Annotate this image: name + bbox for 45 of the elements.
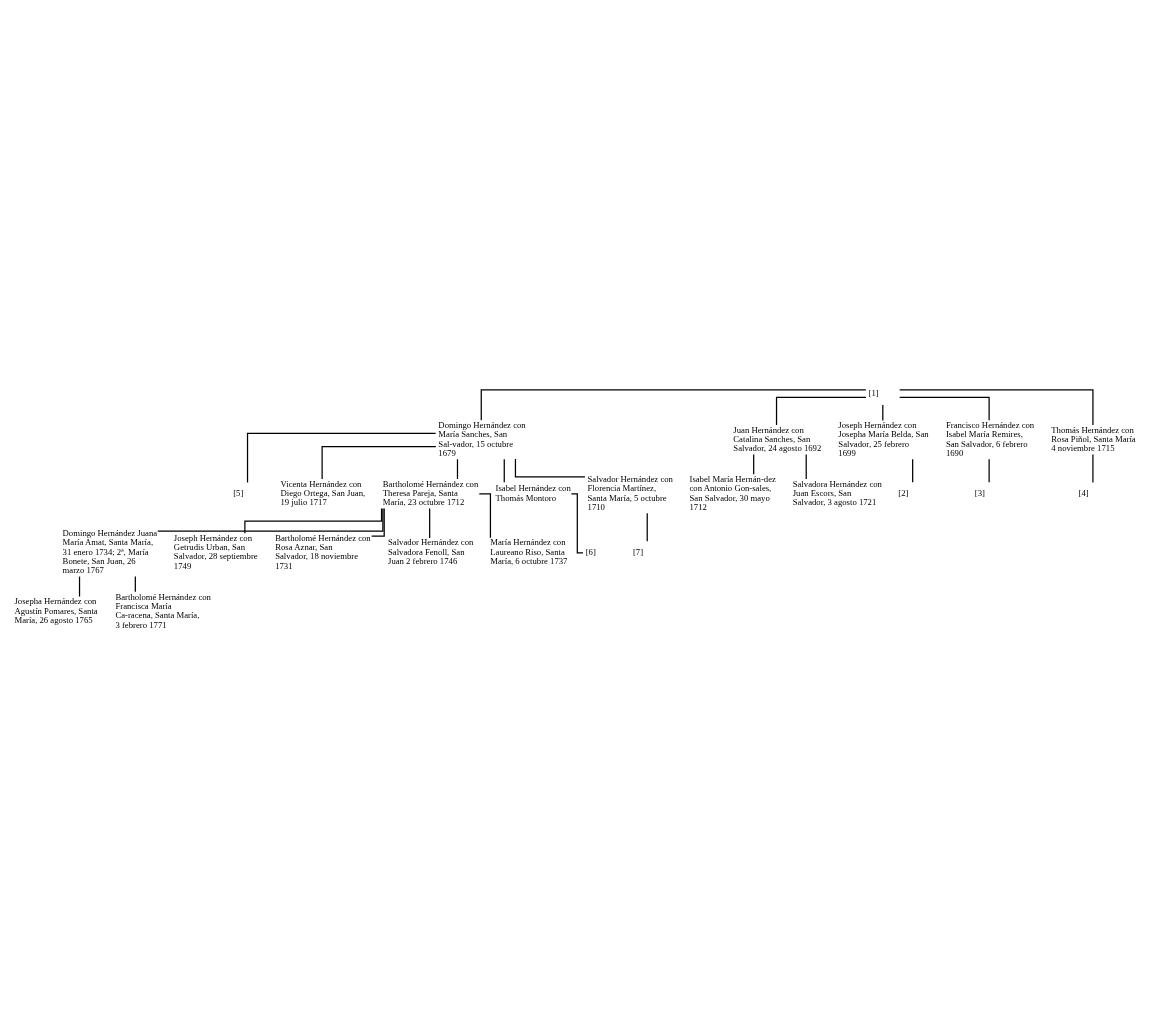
connector [480, 389, 867, 421]
node-text: Juan Hernández con Catalina Sanches, San Salvador, 24 agosto 1692 [733, 424, 822, 454]
connector [514, 458, 586, 478]
node-text: Vicenta Hernández con Diego Ortega, San Juan, 19 julio 1717 [280, 478, 366, 508]
node-text: Francisco Hernández con Isabel María Remires, San Salvador, 6 febrero 1690 [945, 419, 1035, 458]
connector [775, 396, 867, 426]
connector [988, 458, 990, 483]
connector [503, 458, 505, 483]
connector [246, 432, 437, 484]
node-text: [1] [868, 387, 879, 398]
node-text: Salvadora Hernández con Juan Escors, San Salvador, 3 agosto 1721 [792, 478, 882, 508]
connector [456, 458, 459, 480]
connector [321, 445, 437, 480]
node-text: Josepha Hernández con Agustín Pomares, Santa María, 26 agosto 1765 [14, 596, 98, 625]
connector [753, 453, 755, 475]
node-text: Salvador Hernández con Salvadora Fenoll, San Juan 2 febrero 1746 [388, 537, 474, 567]
connector [1092, 453, 1094, 484]
node-text: Thomás Hernández con Rosa Piñol, Santa María 4 noviembre 1715 [1051, 424, 1136, 454]
node-text: [7] [632, 546, 644, 557]
node-text: Salvador Hernández con Florencia Martínez, Santa María, 5 octubre 1710 [587, 474, 673, 513]
node-text: Bartholomé Hernández con Theresa Pareja, Santa María, 23 octubre 1712 [382, 478, 479, 508]
connector [78, 575, 81, 598]
node-text: [6] [585, 546, 596, 557]
connector [646, 512, 648, 542]
node-text: [2] [898, 488, 909, 499]
node-text: Domingo Hernández Juana María Amat, Santa María, 31 enero 1734; 2ª, María Bonete, San Juan, 26 marzo 1767 [62, 528, 158, 576]
connector [157, 507, 384, 532]
node-text: Joseph Hernández con Getrudis Urban, San Salvador, 28 septiembre 1749 [173, 532, 258, 571]
connector [805, 453, 807, 480]
node-text: [4] [1078, 488, 1089, 499]
node-text: [3] [974, 488, 985, 499]
node-text: Joseph Hernández con Josepha María Belda, San Salvador, 25 febrero 1699 [838, 419, 929, 458]
node-text: Isabel Hernández con Thomás Montoro [495, 483, 571, 503]
connector [912, 458, 914, 483]
node-text: Bartholomé Hernández con Francisca María Ca-racena, Santa María, 3 febrero 1771 [115, 591, 211, 630]
node-text: Isabel María Hernán-dez con Antonio Gon-sales, San Salvador, 30 mayo 1712 [689, 474, 776, 513]
node-text: María Hernández con Laureano Riso, Santa María, 6 octubre 1737 [490, 537, 568, 567]
connector [899, 389, 1094, 426]
node-text: Bartholomé Hernández con Rosa Aznar, San Salvador, 18 noviembre 1731 [275, 532, 371, 571]
connector [244, 507, 383, 534]
node-text: Domingo Hernández con María Sanches, San Sal-vador, 15 octubre 1679 [438, 419, 526, 458]
connector [371, 507, 385, 537]
connector [899, 396, 990, 421]
connector [429, 507, 431, 539]
node-text: [5] [233, 488, 244, 499]
